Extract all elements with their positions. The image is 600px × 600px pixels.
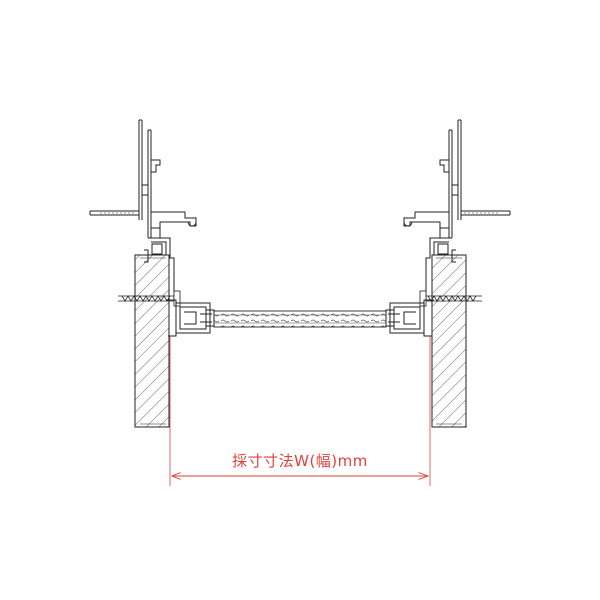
left-wall bbox=[134, 254, 170, 428]
right-sash-box bbox=[385, 299, 434, 337]
screen-panel bbox=[213, 310, 387, 328]
left-screw bbox=[118, 290, 181, 307]
dimension-label: 採寸寸法W(幅)mm bbox=[232, 452, 368, 470]
left-frame-profile bbox=[89, 119, 197, 301]
right-screw bbox=[419, 290, 482, 307]
dimension-line bbox=[169, 336, 431, 486]
right-frame-profile bbox=[403, 119, 511, 301]
right-wall bbox=[431, 254, 467, 428]
left-sash-box bbox=[166, 299, 215, 337]
